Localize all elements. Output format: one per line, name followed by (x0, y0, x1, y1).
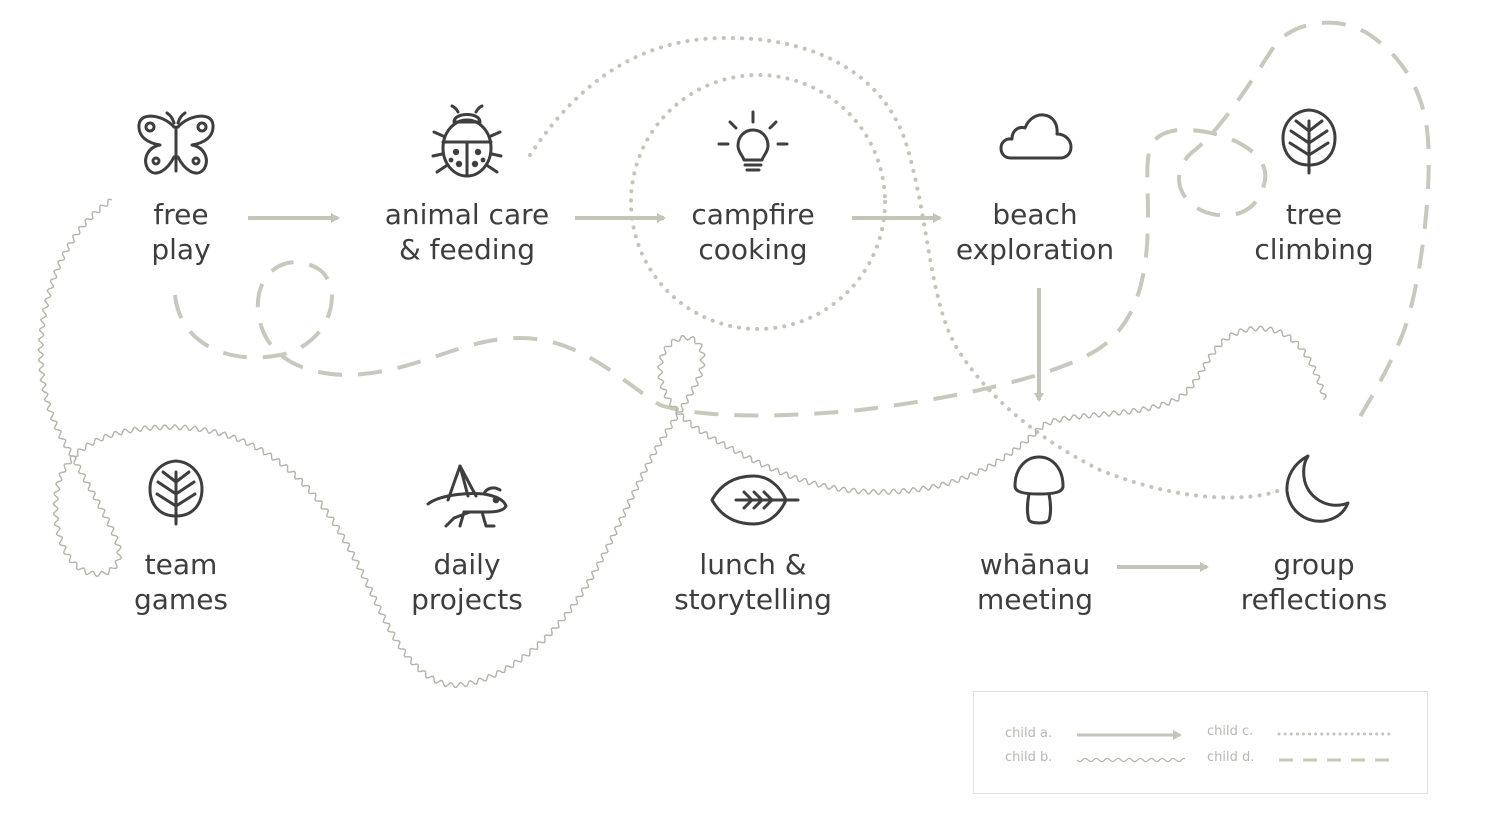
child-b-wavy-path (37, 198, 1327, 689)
activity-campfire-cooking: campfire cooking (633, 197, 873, 267)
activity-group-reflections: group reflections (1194, 547, 1434, 617)
legend-label-child-d: child d. (1207, 750, 1255, 765)
leaf-icon (708, 472, 800, 528)
activity-whanau-meeting: whānau meeting (915, 547, 1155, 617)
child-d-dashed-path (173, 20, 1431, 427)
activity-lunch-storytelling: lunch & storytelling (633, 547, 873, 617)
child-c-dotted-loop (629, 73, 887, 331)
grasshopper-icon (424, 460, 510, 528)
activity-label: projects (411, 583, 523, 616)
child-c-dotted-path (528, 35, 1282, 500)
activity-label: meeting (976, 583, 1093, 616)
legend-label-child-c: child c. (1207, 724, 1254, 739)
activity-beach-exploration: beach exploration (915, 197, 1155, 267)
activity-team-games: team games (61, 547, 301, 617)
child-a-solid-arrows (248, 213, 1209, 572)
activity-label: & feeding (398, 233, 536, 266)
activity-label: whānau (979, 548, 1091, 581)
activity-label: beach (992, 198, 1078, 231)
activity-label: lunch & (699, 548, 807, 581)
activity-label: exploration (955, 233, 1115, 266)
cloud-icon (999, 112, 1073, 162)
activity-label: daily (433, 548, 501, 581)
activity-label: climbing (1254, 233, 1374, 266)
leaf-tree-icon (147, 458, 205, 526)
activity-label: reflections (1240, 583, 1388, 616)
activity-label: team (144, 548, 218, 581)
activity-label: storytelling (674, 583, 832, 616)
activity-label: play (151, 233, 211, 266)
legend-wavy-sample (1076, 757, 1185, 763)
activity-label: animal care (384, 198, 550, 231)
legend-label-child-b: child b. (1005, 750, 1053, 765)
legend-label-child-a: child a. (1005, 726, 1053, 741)
activity-label: free (153, 198, 209, 231)
leaf-tree-icon (1280, 107, 1338, 175)
legend-samples (1076, 730, 1392, 763)
mushroom-icon (1011, 454, 1067, 526)
activity-label: cooking (698, 233, 808, 266)
activity-free-play: free play (61, 197, 301, 267)
lightbulb-icon (716, 110, 790, 172)
activity-label: campfire (691, 198, 815, 231)
activity-tree-climbing: tree climbing (1194, 197, 1434, 267)
activity-label: games (133, 583, 229, 616)
activity-daily-projects: daily projects (347, 547, 587, 617)
activity-label: group (1273, 548, 1355, 581)
legend: child a. child b. child c. child d. (973, 691, 1428, 794)
activity-label: tree (1285, 198, 1343, 231)
activity-animal-care: animal care & feeding (347, 197, 587, 267)
moon-icon (1284, 453, 1350, 525)
ladybug-icon (430, 102, 504, 180)
butterfly-icon (134, 109, 218, 181)
